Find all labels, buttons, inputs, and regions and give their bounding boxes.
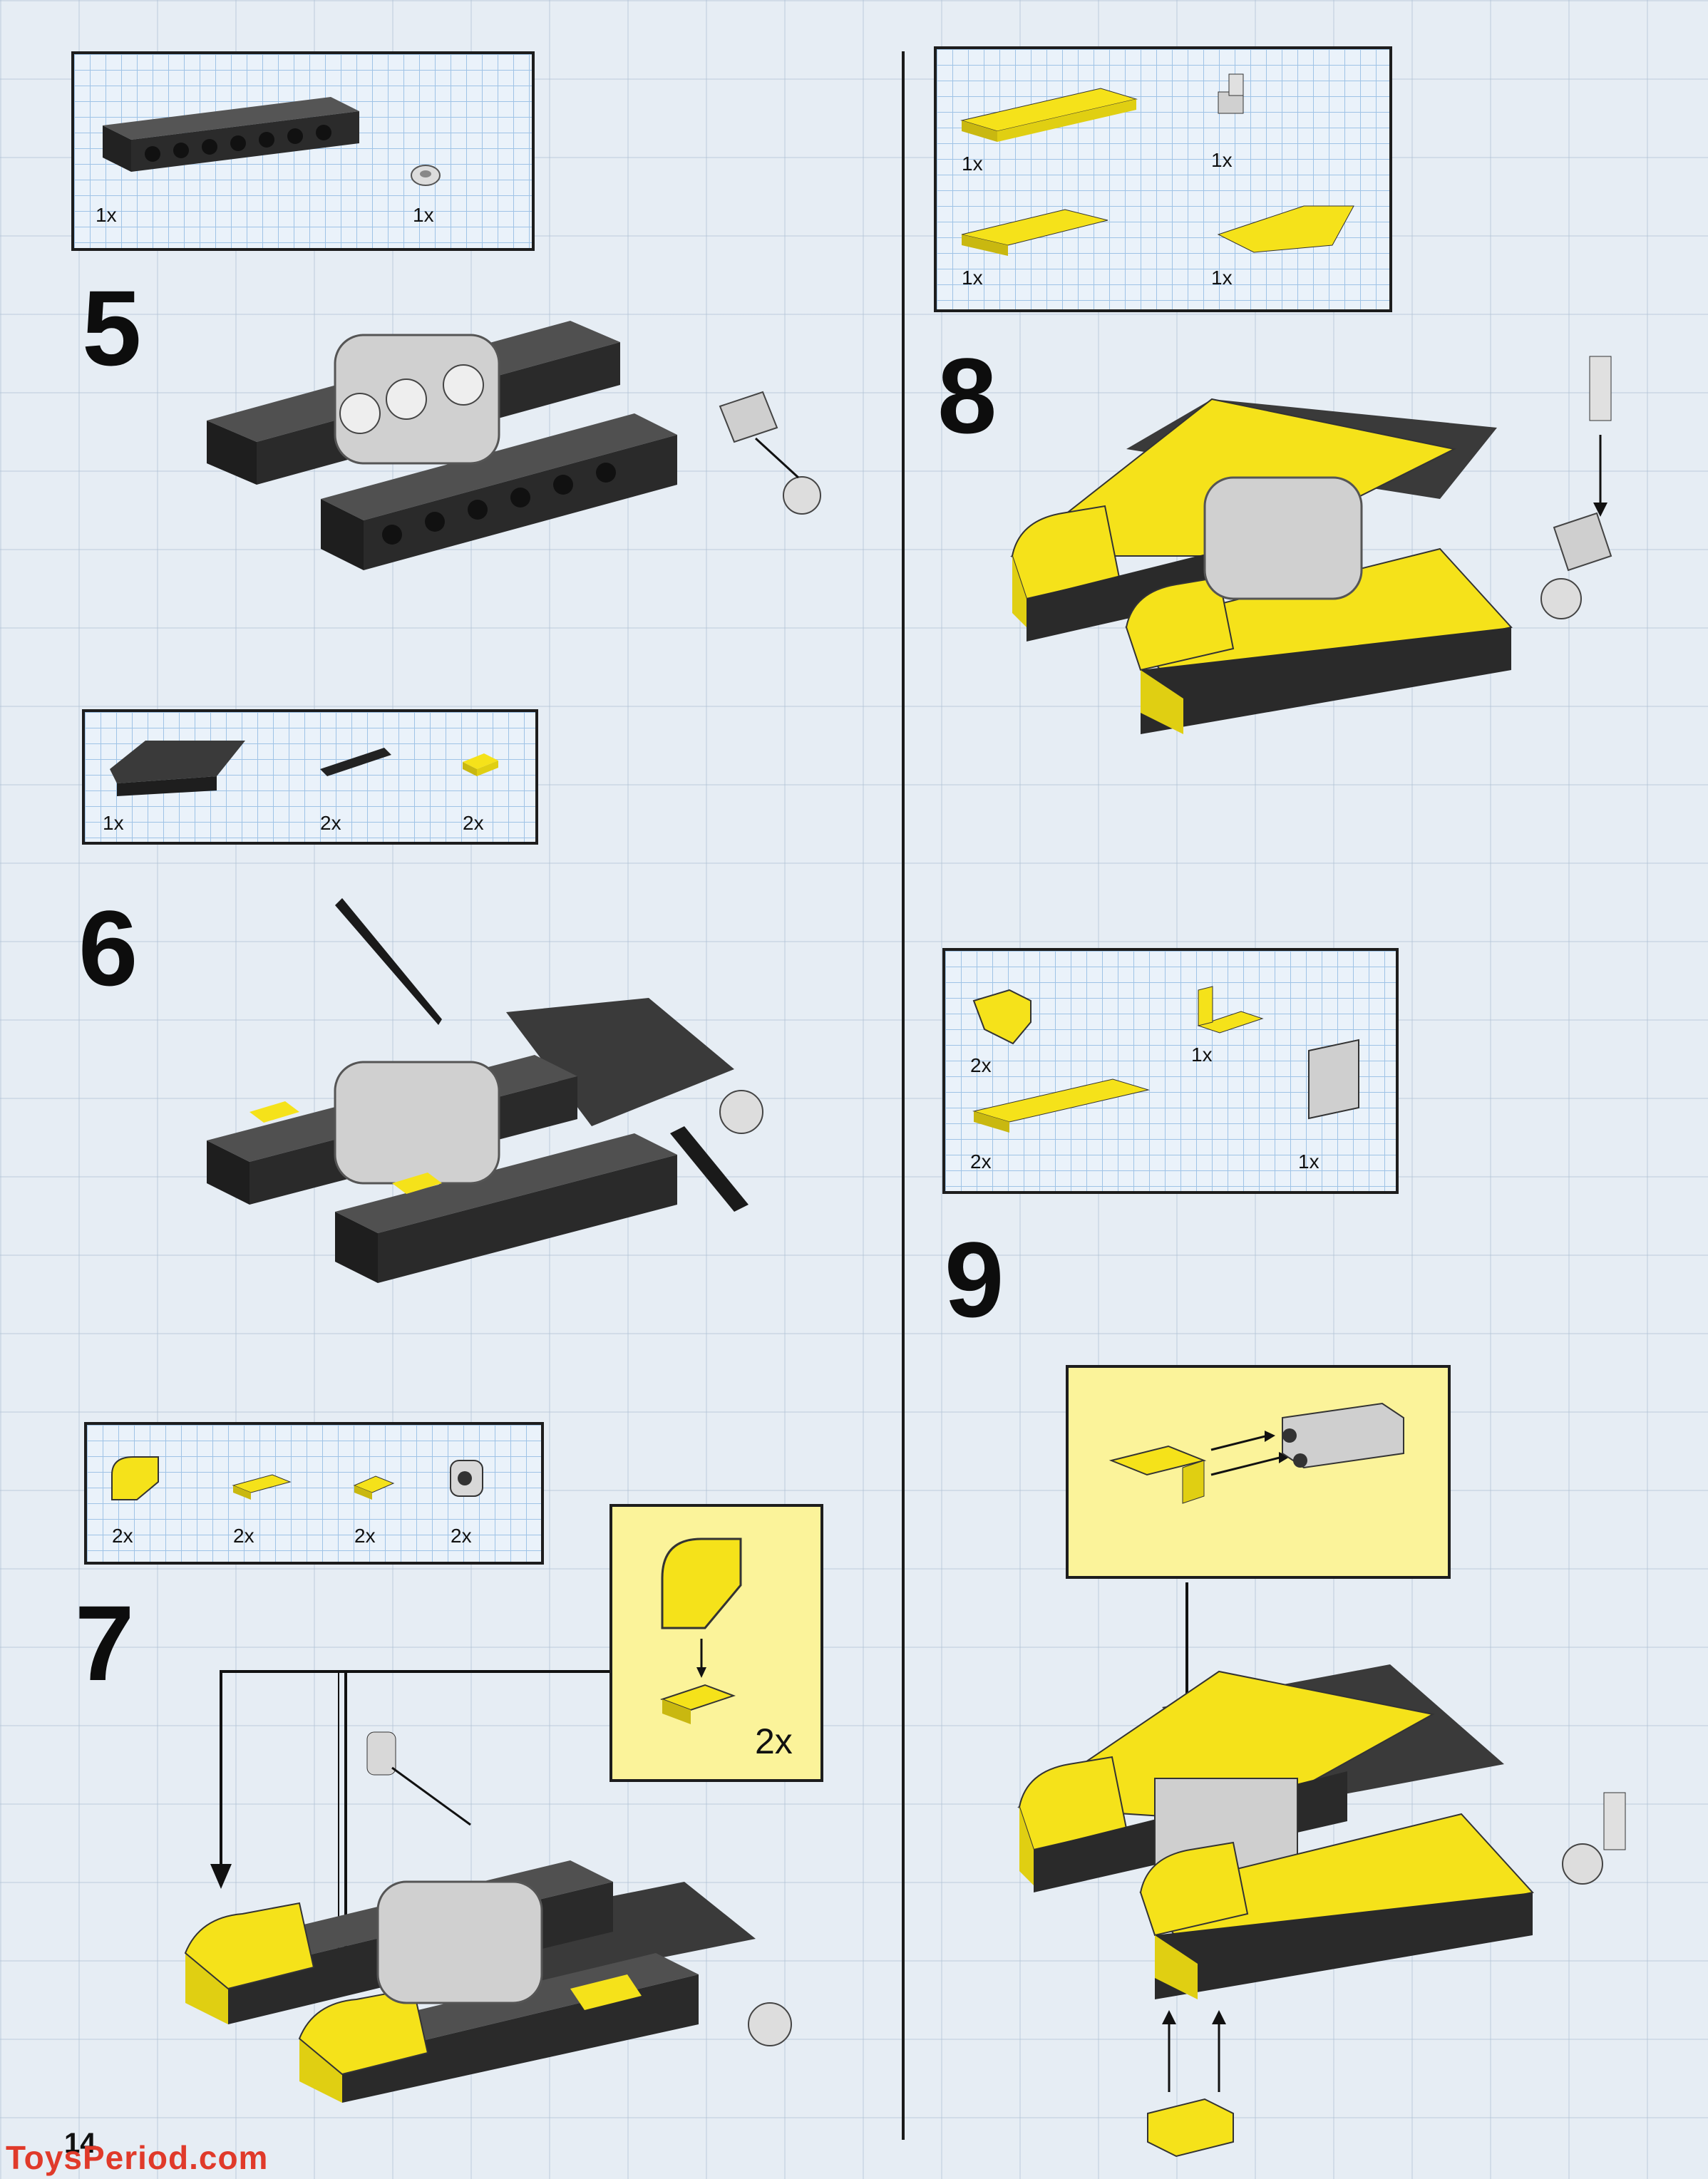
part-qty: 2x — [354, 1525, 376, 1547]
parts-box-step-9: 2x 1x 2x 1x — [942, 948, 1399, 1194]
part-bracket-yellow — [1197, 986, 1264, 1034]
part-qty: 2x — [320, 812, 341, 834]
part-qty: 1x — [1211, 267, 1233, 289]
callout-parts-illustration — [660, 1537, 742, 1724]
column-divider — [902, 51, 905, 2140]
step-number-9: 9 — [945, 1220, 1004, 1339]
part-plate-1x1-yellow — [463, 753, 498, 776]
part-plate-1x6-yellow — [972, 1078, 1150, 1133]
part-wedge-plate-dark — [110, 741, 245, 796]
parts-box-step-7: 2x 2x 2x 2x — [84, 1422, 544, 1565]
assembly-illustration-step-8 — [1010, 356, 1612, 734]
part-qty: 1x — [103, 812, 124, 834]
part-qty: 2x — [970, 1150, 992, 1173]
part-panel-gray — [1308, 1039, 1359, 1120]
part-wedge-plate-yellow-left — [961, 209, 1108, 256]
part-friction-pin-long — [320, 748, 391, 776]
part-qty: 1x — [1191, 1044, 1213, 1066]
part-qty: 2x — [970, 1054, 992, 1076]
step-number-5: 5 — [82, 268, 142, 388]
callout-sub-assembly — [1066, 1365, 1451, 1579]
step-number-6: 6 — [78, 888, 138, 1008]
part-qty: 1x — [1298, 1150, 1319, 1173]
part-qty: 2x — [112, 1525, 133, 1547]
part-plate-1x6-yellow — [960, 88, 1138, 142]
part-plate-1x2-yellow — [232, 1474, 292, 1500]
part-curved-slope-yellow — [111, 1456, 159, 1500]
callout-qty: 2x — [755, 1721, 793, 1761]
assembly-illustration-step-6 — [207, 898, 763, 1283]
step-number-7: 7 — [75, 1583, 135, 1703]
part-qty: 1x — [96, 204, 117, 226]
part-axle-pin-gray — [1218, 73, 1244, 114]
footer-brand: ToysPeriod.com — [6, 2139, 269, 2176]
part-plate-1x1-yellow — [353, 1475, 395, 1500]
callout-parts-illustration — [1108, 1402, 1404, 1504]
part-qty: 2x — [463, 812, 484, 834]
callout-sub-assembly: 2x — [609, 1504, 823, 1782]
assembly-illustration-step-9 — [1017, 1582, 1626, 2158]
part-qty: 1x — [413, 204, 434, 226]
step-number-8: 8 — [937, 336, 997, 455]
parts-box-step-8: 1x 1x 1x 1x — [934, 46, 1392, 312]
part-qty: 1x — [962, 153, 983, 175]
part-qty: 2x — [451, 1525, 472, 1547]
part-bush — [411, 165, 441, 186]
part-qty: 1x — [962, 267, 983, 289]
page-number: 14 — [64, 2128, 96, 2159]
part-qty: 1x — [1211, 149, 1233, 171]
part-cross-block-gray — [450, 1460, 483, 1497]
part-inverted-slope-yellow — [972, 989, 1032, 1045]
assembly-illustration-step-5 — [207, 321, 821, 570]
parts-box-step-6: 1x 2x 2x — [82, 709, 538, 845]
part-qty: 2x — [233, 1525, 254, 1547]
assembly-illustration-step-7 — [184, 1670, 792, 2103]
part-technic-beam-1x8 — [103, 97, 359, 172]
parts-box-step-5: 1x 1x — [71, 51, 535, 251]
part-wedge-plate-yellow-right — [1217, 205, 1354, 253]
